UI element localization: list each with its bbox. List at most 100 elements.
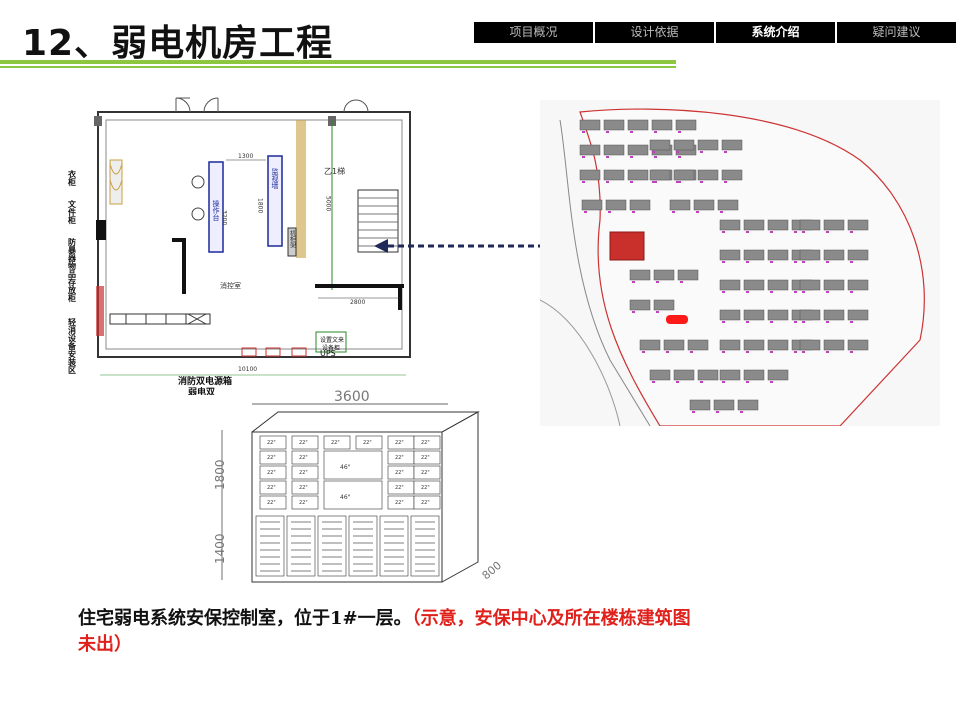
entrance-dot bbox=[770, 261, 773, 263]
building-block bbox=[689, 399, 711, 411]
entrance-dot bbox=[826, 321, 829, 323]
entrance-dot bbox=[632, 311, 635, 313]
building-block bbox=[721, 169, 743, 181]
building-blocks bbox=[579, 119, 869, 413]
tab-design-basis[interactable]: 设计依据 bbox=[595, 22, 714, 43]
dim-h2: 1400 bbox=[213, 533, 227, 564]
building-block bbox=[653, 299, 675, 311]
screen-22-label: 22" bbox=[363, 440, 372, 446]
building-block bbox=[717, 199, 739, 211]
entrance-dot bbox=[724, 181, 727, 183]
entrance-dot bbox=[850, 291, 853, 293]
dim-1300: 1300 bbox=[238, 153, 253, 160]
screen-22-tile bbox=[259, 495, 287, 510]
power-label-1: 消防双电源箱 bbox=[178, 375, 232, 387]
building-block bbox=[743, 309, 765, 321]
entrance-dot bbox=[676, 381, 679, 383]
ups-label: UPS bbox=[320, 349, 336, 358]
rack-label: 机柜架 bbox=[289, 229, 296, 249]
screen-22-tile bbox=[259, 480, 287, 495]
dim-depth: 800 bbox=[480, 559, 504, 582]
building-block bbox=[697, 169, 719, 181]
entrance-dot bbox=[672, 211, 675, 213]
entrance-dot bbox=[700, 181, 703, 183]
building-block bbox=[799, 279, 821, 291]
entrance-dot bbox=[794, 321, 797, 323]
screen-22-tile bbox=[323, 435, 351, 450]
building-block bbox=[847, 249, 869, 261]
building-block bbox=[767, 339, 789, 351]
entrance-dot bbox=[850, 321, 853, 323]
stair-label: 乙1梯 bbox=[324, 166, 345, 176]
building-block bbox=[629, 269, 651, 281]
screen-22-label: 22" bbox=[267, 440, 276, 446]
entrance-dot bbox=[630, 181, 633, 183]
entrance-dot bbox=[606, 181, 609, 183]
entrance-dot bbox=[722, 291, 725, 293]
building-block bbox=[743, 249, 765, 261]
building-block bbox=[579, 144, 601, 156]
entrance-dot bbox=[746, 381, 749, 383]
entrance-dot bbox=[770, 291, 773, 293]
screen-22-tile bbox=[291, 480, 319, 495]
entrance-dot bbox=[724, 151, 727, 153]
building-block bbox=[799, 309, 821, 321]
equip-box-label-2: 设备柜 bbox=[322, 344, 340, 352]
entrance-dot bbox=[770, 381, 773, 383]
dim-h1: 1800 bbox=[213, 459, 227, 490]
screen-22-label: 22" bbox=[299, 500, 308, 506]
screen-22-label: 22" bbox=[421, 455, 430, 461]
building-block bbox=[799, 339, 821, 351]
tab-system-intro[interactable]: 系统介绍 bbox=[716, 22, 835, 43]
entrance-dot bbox=[582, 156, 585, 158]
screen-22-label: 22" bbox=[395, 455, 404, 461]
building-block bbox=[847, 339, 869, 351]
screen-22-label: 22" bbox=[395, 485, 404, 491]
room-label: 消控室 bbox=[220, 281, 241, 290]
monitor-wall-elevation: 3600 1800 1400 22"22"22"22"22"22"22"22"2… bbox=[208, 384, 526, 594]
building-block bbox=[603, 144, 625, 156]
building-block bbox=[719, 339, 741, 351]
dim-1800: 1800 bbox=[257, 198, 264, 213]
building-block bbox=[651, 119, 673, 131]
entrance-dot bbox=[690, 351, 693, 353]
building-block bbox=[697, 369, 719, 381]
building-block bbox=[579, 169, 601, 181]
building-block bbox=[847, 279, 869, 291]
entrance-dot bbox=[652, 381, 655, 383]
screen-22-tile bbox=[291, 450, 319, 465]
entrance-dot bbox=[770, 321, 773, 323]
building-block bbox=[767, 369, 789, 381]
entrance-dot bbox=[850, 231, 853, 233]
top-nav: 项目概况 设计依据 系统介绍 疑问建议 bbox=[474, 22, 956, 43]
screen-22-tile bbox=[291, 465, 319, 480]
building-block bbox=[627, 169, 649, 181]
tab-questions[interactable]: 疑问建议 bbox=[837, 22, 956, 43]
building-block bbox=[603, 169, 625, 181]
entrance-dot bbox=[696, 211, 699, 213]
entrance-dot bbox=[802, 351, 805, 353]
tab-project-overview[interactable]: 项目概况 bbox=[474, 22, 593, 43]
title-rule-thick bbox=[0, 60, 676, 64]
entrance-dot bbox=[770, 231, 773, 233]
entrance-dot bbox=[678, 181, 681, 183]
entrance-dot bbox=[794, 261, 797, 263]
screen-22-tile bbox=[413, 465, 441, 480]
entrance-dot bbox=[722, 381, 725, 383]
entrance-dot bbox=[716, 411, 719, 413]
side-label-3: 防暴器物品存放柜 bbox=[67, 237, 77, 303]
building-block bbox=[639, 339, 661, 351]
building-block bbox=[697, 139, 719, 151]
building-block bbox=[799, 219, 821, 231]
slide-caption: 住宅弱电系统安保控制室，位于1#一层。（示意，安保中心及所在楼栋建筑图 未出） bbox=[78, 606, 838, 658]
console-bay bbox=[348, 515, 378, 577]
site-map bbox=[539, 100, 940, 427]
entrance-dot bbox=[722, 231, 725, 233]
entrance-dot bbox=[678, 156, 681, 158]
building-block bbox=[847, 309, 869, 321]
building-block bbox=[743, 369, 765, 381]
entrance-dot bbox=[826, 231, 829, 233]
building-block bbox=[687, 339, 709, 351]
entrance-dot bbox=[654, 181, 657, 183]
screen-22-label: 22" bbox=[299, 485, 308, 491]
